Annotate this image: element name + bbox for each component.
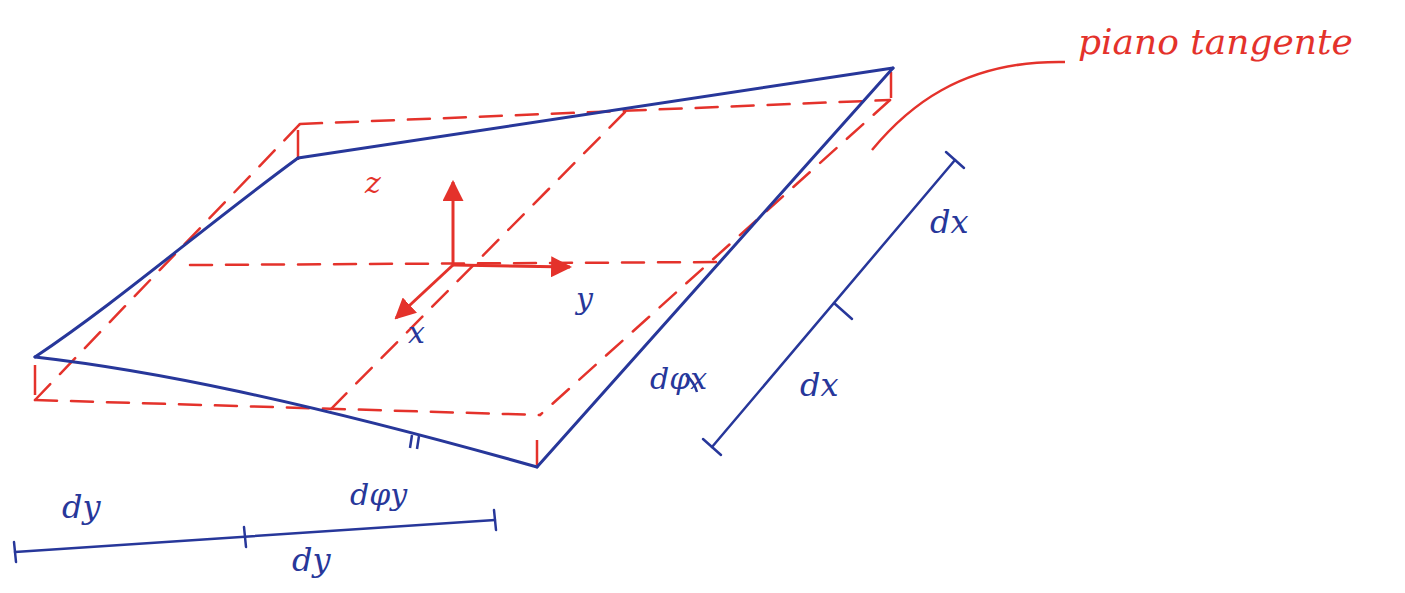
- tangent-plane-ticks: [35, 72, 891, 465]
- leader-line: [872, 62, 1065, 150]
- angle-label: dφy: [350, 478, 407, 511]
- plane-name: piano tangente: [1078, 22, 1353, 62]
- axis-name: x: [408, 316, 425, 349]
- dimension-lines: [14, 152, 964, 562]
- axis-name: y: [576, 282, 593, 315]
- deformed-plate: [35, 68, 893, 467]
- tangent-plane: [35, 100, 890, 415]
- axis-name: z: [365, 166, 381, 199]
- dimension-label: dx: [800, 368, 839, 403]
- dimension-label: dy: [292, 543, 331, 578]
- dimension-label: dy: [62, 490, 101, 525]
- axes: [396, 182, 570, 318]
- angle-label: dφx: [650, 362, 707, 395]
- dimension-label: dx: [930, 205, 969, 240]
